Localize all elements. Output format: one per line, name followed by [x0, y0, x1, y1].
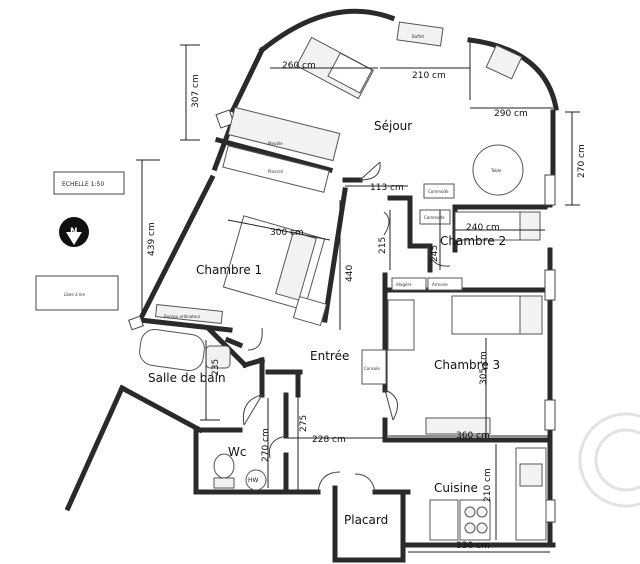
dim-270-wc: 270 cm — [261, 428, 271, 462]
etagere-label: étagère — [396, 282, 412, 287]
info-box — [35, 275, 119, 311]
north-arrow-icon: N — [59, 217, 89, 247]
placard-c1-label: Placard — [268, 169, 283, 174]
room-entree: Entrée — [310, 349, 349, 363]
dim-228: 228 cm — [312, 435, 346, 445]
dim-210-top: 210 cm — [412, 71, 446, 81]
bureau-label: Bureau ordinateur — [164, 314, 201, 319]
dim-113: 113 cm — [370, 183, 404, 193]
scale-box — [53, 171, 125, 195]
dim-210-kitchen: 210 cm — [483, 468, 493, 502]
buffet-label: Buffet — [412, 34, 424, 39]
room-cuisine: Cuisine — [434, 481, 478, 495]
scale-label: ECHELLE 1:50 — [62, 181, 104, 188]
room-sejour: Séjour — [374, 119, 412, 133]
dim-240: 240 cm — [466, 223, 500, 233]
room-chambre-1: Chambre 1 — [196, 263, 262, 277]
dim-260: 260 cm — [282, 61, 316, 71]
info-box-label: Libre à lire — [64, 292, 86, 297]
walls — [64, 8, 559, 563]
watermark — [578, 412, 640, 508]
room-chambre-3: Chambre 3 — [434, 358, 500, 372]
dim-307: 307 cm — [191, 74, 201, 108]
north-label: N — [70, 227, 78, 237]
dim-245: 245 — [430, 245, 440, 262]
doors — [242, 161, 451, 493]
dim-215: 215 — [378, 237, 388, 254]
dim-440: 440 — [345, 265, 355, 282]
room-labels: Séjour Chambre 1 Chambre 2 Chambre 3 Ent… — [148, 119, 506, 527]
dimension-labels: 260 cm 210 cm 290 cm 307 cm 270 cm 113 c… — [147, 61, 587, 551]
armoire-label: Armoire — [432, 282, 448, 287]
dim-305: 305 cm — [479, 351, 489, 385]
dim-439: 439 cm — [147, 222, 157, 256]
dim-290: 290 cm — [494, 109, 528, 119]
furniture: Buffet Table Meuble Placard Bureau ordin… — [139, 21, 547, 541]
room-placard: Placard — [344, 513, 388, 527]
commode2-label: Commode — [424, 215, 445, 220]
dim-330: 330 cm — [456, 541, 490, 551]
dim-270: 270 cm — [577, 144, 587, 178]
room-wc: Wc — [228, 445, 246, 459]
dim-300: 300 cm — [270, 228, 304, 238]
commode-label: Commode — [428, 189, 449, 194]
console-label: Console — [364, 366, 380, 371]
legend: ECHELLE 1:50 N Libre à lire — [35, 171, 125, 311]
dim-275: 275 — [299, 415, 309, 432]
dim-360: 360 cm — [456, 431, 490, 441]
hw-label: HW — [248, 477, 259, 484]
room-salle-de-bain: Salle de bain — [148, 371, 226, 385]
dimension-lines — [136, 40, 580, 553]
room-chambre-2: Chambre 2 — [440, 234, 506, 248]
dim-235: 235 — [211, 359, 221, 376]
table-label: Table — [490, 168, 502, 173]
meuble-label: Meuble — [268, 141, 283, 146]
